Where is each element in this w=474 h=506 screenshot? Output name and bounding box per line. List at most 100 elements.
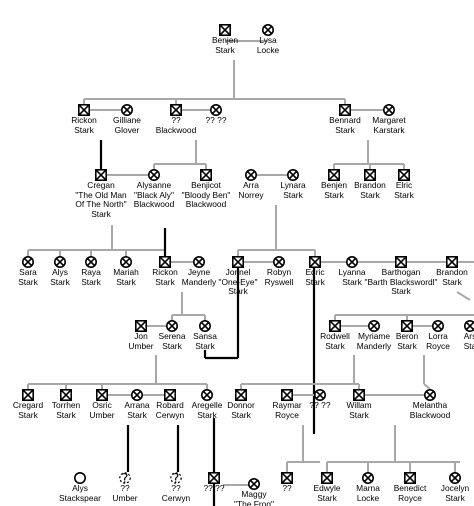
svg-text:?: ? <box>173 472 180 487</box>
female-circle-icon <box>22 256 34 268</box>
person-name: Rodwell Stark <box>320 331 350 351</box>
connector <box>423 383 431 390</box>
person-name: Jeyne Manderly <box>181 267 217 287</box>
person-name: Jonnel "One-Eye" Stark <box>218 267 258 297</box>
person-name: Benjen Stark <box>320 180 348 200</box>
female-circle-icon <box>245 169 257 181</box>
male-square-icon <box>395 256 407 268</box>
female-circle-icon <box>85 256 97 268</box>
female-circle-icon <box>424 389 436 401</box>
female-circle-icon <box>346 256 358 268</box>
person-name: Willam Stark <box>346 400 372 420</box>
person-name: Arra Norrey <box>238 180 264 200</box>
person-name: Benedict Royce <box>393 483 427 503</box>
male-square-icon <box>309 256 321 268</box>
female-circle-icon <box>199 320 211 332</box>
person-name: Myriame Manderly <box>356 331 392 351</box>
connector <box>456 291 471 301</box>
person-name: Beron Stark <box>395 331 419 351</box>
person-name: Alysanne "Black Aly" Blackwood <box>133 180 175 210</box>
male-square-icon <box>170 104 182 116</box>
person-name: Rickon Stark <box>71 115 97 135</box>
person-name: Torrhen Stark <box>51 400 81 420</box>
female-circle-icon <box>383 104 395 116</box>
male-square-icon <box>446 256 458 268</box>
person-name: Donnor Stark <box>227 400 255 420</box>
person-name: ?? ?? <box>205 115 227 125</box>
male-square-icon <box>219 24 231 36</box>
female-circle-icon <box>262 24 274 36</box>
female-circle-icon <box>54 256 66 268</box>
female-circle-icon <box>287 169 299 181</box>
person-name: Lorra Royce <box>426 331 450 351</box>
person-name: Barthogan "Barth Blackswordl" Stark <box>364 267 438 297</box>
person-name: ?? <box>282 483 292 493</box>
male-square-icon <box>159 256 171 268</box>
person-name: Raya Stark <box>81 267 101 287</box>
male-square-icon <box>364 169 376 181</box>
person-name: Elric Stark <box>394 180 414 200</box>
person-name: Lynara Stark <box>280 180 306 200</box>
person-name: ?? ?? <box>309 400 331 410</box>
male-square-icon <box>235 389 247 401</box>
person-name: Robard Cerwyn <box>155 400 185 420</box>
person-name: Jon Umber <box>128 331 154 351</box>
female-circle-icon <box>464 320 474 332</box>
person-name: Edwyle Stark <box>313 483 341 503</box>
person-name: Bennard Stark <box>329 115 361 135</box>
female-circle-icon <box>121 104 133 116</box>
person-name: Mariah Stark <box>113 267 139 287</box>
female-circle-icon <box>273 256 285 268</box>
person-name: Melantha Blackwood <box>409 400 451 420</box>
unknown-sex-icon: ? <box>170 472 182 487</box>
female-circle-icon <box>201 389 213 401</box>
male-square-icon <box>95 169 107 181</box>
male-square-icon <box>321 472 333 484</box>
person-name: Arrana Stark <box>124 400 150 420</box>
female-circle-icon <box>368 320 380 332</box>
person-name: Benjicot "Bloody Ben" Blackwood <box>181 180 231 210</box>
person-name: Robyn Ryswell <box>264 267 294 287</box>
person-name: Ars Sta <box>463 331 474 351</box>
person-name: Cregan "The Old Man Of The North" Stark <box>75 180 127 219</box>
female-circle-icon <box>74 472 86 484</box>
female-circle-icon <box>148 169 160 181</box>
person-name: Lysa Locke <box>256 35 280 55</box>
female-circle-icon <box>362 472 374 484</box>
person-name: Maggy "The Frog" <box>234 489 274 506</box>
female-circle-icon <box>120 256 132 268</box>
person-name: Cregard Stark <box>12 400 44 420</box>
male-square-icon <box>60 389 72 401</box>
male-square-icon <box>96 389 108 401</box>
male-square-icon <box>164 389 176 401</box>
female-circle-icon <box>314 389 326 401</box>
male-square-icon <box>328 169 340 181</box>
person-name: Brandon Stark <box>436 267 468 287</box>
person-name: Osric Umber <box>89 400 115 420</box>
person-name: Lyanna Stark <box>338 267 366 287</box>
unknown-sex-icon: ? <box>119 472 131 487</box>
male-square-icon <box>208 472 220 484</box>
male-square-icon <box>200 169 212 181</box>
male-square-icon <box>281 472 293 484</box>
female-circle-icon <box>210 104 222 116</box>
person-name: Serena Stark <box>158 331 186 351</box>
person-name: Rickon Stark <box>152 267 178 287</box>
male-square-icon <box>329 320 341 332</box>
male-square-icon <box>281 389 293 401</box>
person-name: Benjen Stark <box>211 35 239 55</box>
person-name: Sara Stark <box>18 267 38 287</box>
male-square-icon <box>22 389 34 401</box>
male-square-icon <box>232 256 244 268</box>
person-name: Marna Locke <box>356 483 380 503</box>
male-square-icon <box>398 169 410 181</box>
person-name: Jocelyn Stark <box>440 483 470 503</box>
male-square-icon <box>404 472 416 484</box>
female-circle-icon <box>248 478 260 490</box>
person-name: Brandon Stark <box>354 180 386 200</box>
female-circle-icon <box>432 320 444 332</box>
male-square-icon <box>78 104 90 116</box>
male-square-icon <box>353 389 365 401</box>
person-name: ?? Cerwyn <box>161 483 191 503</box>
